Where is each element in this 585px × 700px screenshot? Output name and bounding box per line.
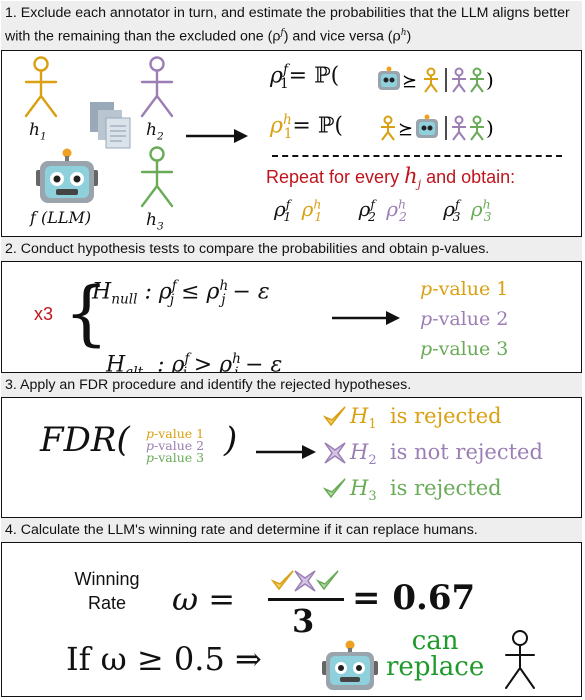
h3-letter: h bbox=[146, 210, 157, 230]
h3-label: h3 bbox=[146, 210, 164, 232]
rho-f-glyphs: ⪰ ) bbox=[378, 66, 494, 93]
rho-h3: ρh3 bbox=[470, 196, 492, 224]
rho-h-sub: 1 bbox=[283, 125, 293, 142]
fdr-pvalues: p-value 1 p-value 2 p-value 3 bbox=[146, 426, 205, 465]
svg-text:): ) bbox=[486, 68, 494, 92]
step1-arrow bbox=[186, 129, 248, 143]
h2-label: h2 bbox=[146, 120, 164, 142]
step4-header-text: 4. Calculate the LLM's winning rate and … bbox=[5, 522, 478, 538]
step1-header-mid: ) and vice versa ( bbox=[283, 28, 393, 45]
result-h2: H2 is not rejected bbox=[350, 440, 543, 469]
fraction-numerator-icons bbox=[270, 570, 339, 592]
replace-robot-icon bbox=[322, 640, 378, 690]
rate-text: Rate bbox=[87, 593, 127, 613]
rho-h-sup: h bbox=[282, 112, 292, 128]
cross-icon bbox=[324, 442, 346, 464]
mini-robot-icon bbox=[378, 66, 400, 90]
replace-text: replace bbox=[386, 652, 485, 682]
h2-letter: h bbox=[146, 120, 157, 140]
svg-text:): ) bbox=[486, 116, 494, 140]
step1-header-h: h bbox=[400, 28, 407, 38]
fdr-label: FDR( bbox=[40, 420, 130, 460]
rho-f1: ρf1 bbox=[274, 196, 292, 224]
repeat-suffix: and obtain: bbox=[421, 167, 516, 187]
step3-header-text: 3. Apply an FDR procedure and identify t… bbox=[5, 377, 412, 393]
if-condition: If ω ≥ 0.5 ⇒ bbox=[66, 640, 262, 678]
pvalue-3: p-value 3 bbox=[420, 338, 509, 360]
pvalue-2: p-value 2 bbox=[420, 308, 509, 330]
succeq-sym: ⪰ bbox=[402, 71, 417, 92]
step1-header-rho: ρ bbox=[392, 28, 401, 45]
step4-header: 4. Calculate the LLM's winning rate and … bbox=[1, 517, 582, 543]
step3-arrow bbox=[256, 445, 316, 459]
fraction-denominator: 3 bbox=[292, 602, 315, 640]
annotator-h3-icon bbox=[140, 146, 174, 208]
rho-f2: ρf2 bbox=[358, 196, 376, 224]
step1-header-end: ) bbox=[406, 28, 412, 45]
can-text: can bbox=[411, 626, 459, 656]
llm-label: f (LLM) bbox=[30, 208, 92, 227]
annotator-h2-icon bbox=[140, 56, 174, 118]
result-h1: H1 is rejected bbox=[350, 404, 502, 433]
fdr-close: ) bbox=[224, 420, 238, 460]
repeat-h: h bbox=[404, 164, 418, 188]
rho-f-sup: f bbox=[282, 62, 288, 78]
step1-header-f: f bbox=[280, 28, 284, 38]
step3-header: 3. Apply an FDR procedure and identify t… bbox=[1, 372, 582, 398]
pvalue-1: p-value 1 bbox=[420, 278, 509, 300]
h-null-sub: null bbox=[111, 291, 138, 308]
rho-f-equation: ρf1= ℙ( bbox=[270, 62, 339, 92]
rho-h-eq: = ℙ( bbox=[292, 113, 343, 139]
check-icon bbox=[322, 478, 346, 499]
h-null-line: Hnull : ρfj ≤ ρhj − ε bbox=[92, 278, 270, 308]
rho-h-equation: ρh1= ℙ( bbox=[270, 112, 343, 142]
omega-eq: ω = bbox=[172, 580, 236, 618]
repeat-j: j bbox=[417, 177, 422, 191]
dashed-separator bbox=[272, 155, 562, 157]
h1-sub: 1 bbox=[39, 130, 47, 143]
step2-header-text: 2. Conduct hypothesis tests to compare t… bbox=[5, 241, 490, 257]
fdr-text: FDR( bbox=[40, 420, 130, 460]
svg-text:⪰: ⪰ bbox=[398, 119, 413, 140]
annotator-h1-icon bbox=[24, 56, 58, 118]
rho-f-sub: 1 bbox=[279, 75, 289, 92]
h3-sub: 3 bbox=[156, 220, 164, 233]
h1-label: h1 bbox=[29, 120, 47, 142]
documents-icon bbox=[90, 102, 131, 149]
llm-robot-icon bbox=[36, 148, 98, 203]
rho-h2: ρh2 bbox=[386, 196, 407, 224]
winning-rate-label: Winning Rate bbox=[62, 567, 152, 615]
rho-f3: ρf3 bbox=[443, 196, 461, 224]
h2-sub: 2 bbox=[156, 130, 164, 143]
can-replace-label: can replace bbox=[386, 628, 484, 680]
left-brace: { bbox=[64, 272, 109, 354]
h-null: H bbox=[92, 279, 112, 305]
winning-rate-value: = 0.67 bbox=[352, 578, 476, 618]
h1-letter: h bbox=[29, 120, 40, 140]
rho-h1: ρh1 bbox=[301, 196, 323, 224]
fraction-bar bbox=[268, 598, 344, 601]
x3-label: x3 bbox=[34, 304, 54, 324]
repeat-text: Repeat for every hj and obtain: bbox=[266, 164, 515, 191]
h-alt: H bbox=[106, 352, 126, 378]
rho-f-eq: = ℙ( bbox=[288, 63, 340, 89]
step2-arrow bbox=[332, 311, 400, 325]
step1-header: 1. Exclude each annotator in turn, and e… bbox=[1, 1, 582, 51]
winning-text: Winning bbox=[74, 569, 140, 589]
rho-results-row: ρf1 ρh1 ρf2 ρh2 ρf3 ρh3 bbox=[274, 196, 491, 224]
rho-h-symbol: ρ bbox=[270, 113, 283, 139]
result-h3: H3 is rejected bbox=[350, 476, 502, 505]
human-icon bbox=[505, 630, 535, 689]
mini-person-green-icon bbox=[470, 67, 484, 93]
mini-person-orange-icon bbox=[424, 67, 438, 93]
step1-header-text: 1. Exclude each annotator in turn, and e… bbox=[5, 5, 570, 45]
check-icon bbox=[322, 406, 346, 427]
rho-f-symbol: ρ bbox=[270, 63, 283, 89]
step2-header: 2. Conduct hypothesis tests to compare t… bbox=[1, 236, 582, 262]
repeat-prefix: Repeat for every bbox=[266, 167, 405, 187]
mini-person-purple-icon bbox=[452, 67, 466, 93]
rho-h-glyphs: ⪰ ) bbox=[381, 114, 494, 141]
